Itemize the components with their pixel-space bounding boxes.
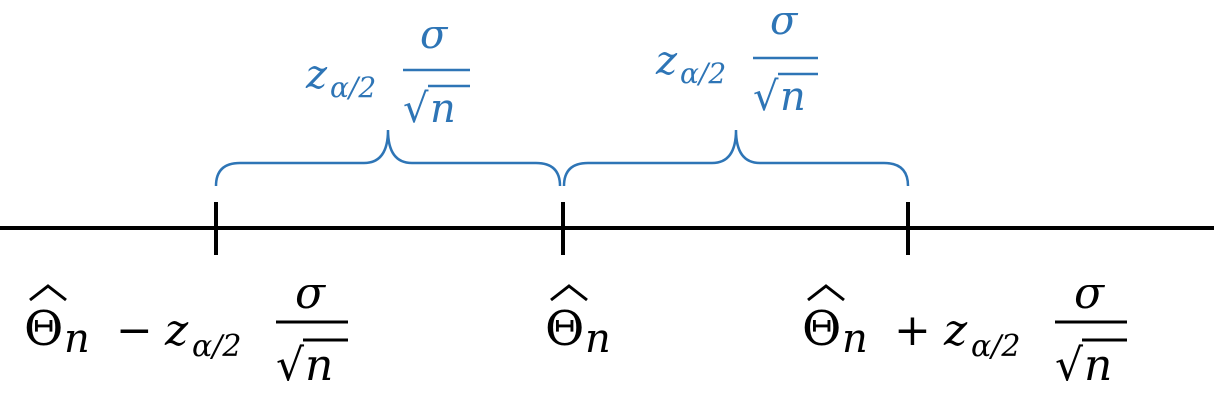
lower-bound-label: Θ n − z α/2 σ √ n [24,268,348,391]
z-symbol: z [655,38,678,84]
sigma: σ [295,268,327,319]
z-subscript: α/2 [192,329,241,364]
sqrt-symbol: √ [276,340,305,391]
theta: Θ [24,301,63,357]
plus-sign: + [894,305,931,356]
z-symbol: z [943,305,968,356]
sigma: σ [420,12,449,58]
upper-bound-label: Θ n + z α/2 σ √ n [802,268,1127,391]
z-symbol: z [164,305,189,356]
sqrt-symbol: √ [753,74,779,120]
n: n [780,74,806,120]
n: n [305,340,333,391]
estimate-label: Θ n [545,284,611,362]
n: n [430,86,456,132]
sqrt-symbol: √ [1055,340,1084,391]
hat-icon [550,284,588,302]
subscript-n: n [585,316,611,362]
minus-sign: − [116,305,153,356]
z-symbol: z [305,52,328,98]
sigma: σ [1074,268,1106,319]
z-subscript: α/2 [330,71,376,104]
sqrt-symbol: √ [403,86,429,132]
z-subscript: α/2 [680,57,726,90]
margin-label-left: z α/2 σ √ n [305,12,470,132]
z-subscript: α/2 [971,329,1020,364]
theta: Θ [545,301,584,357]
brace-left [214,129,562,187]
hat-icon [29,284,67,302]
hat-icon [807,284,845,302]
sigma: σ [770,0,799,44]
subscript-n: n [842,316,868,362]
subscript-n: n [64,316,90,362]
theta: Θ [802,301,841,357]
n: n [1084,340,1112,391]
brace-right [562,129,910,187]
margin-label-right: z α/2 σ √ n [655,0,818,120]
